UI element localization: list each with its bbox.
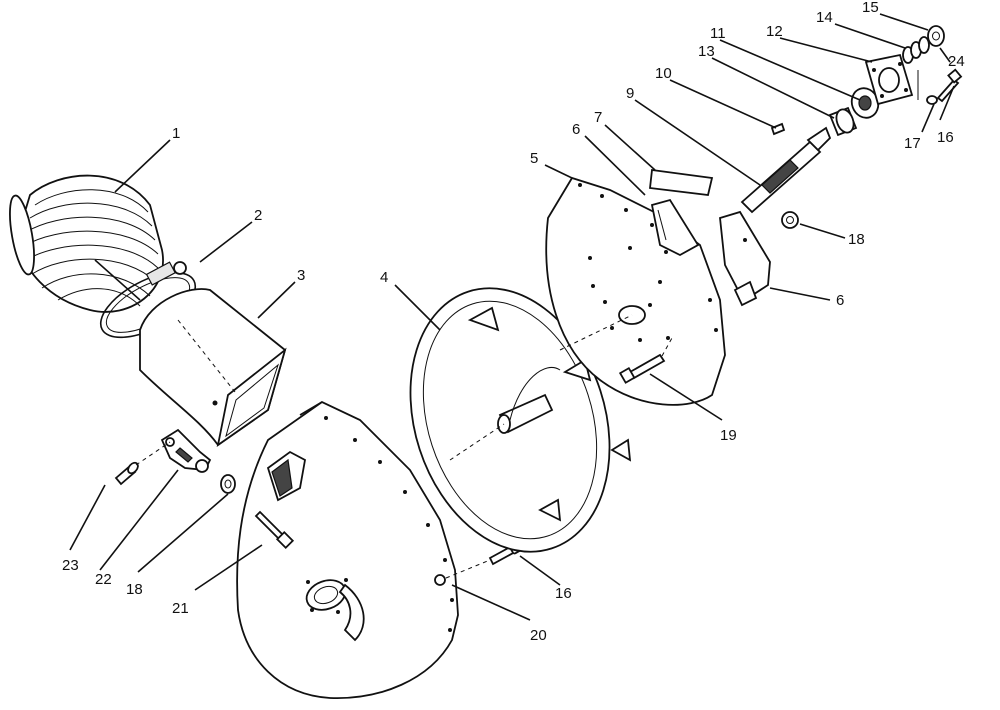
part-6-bracket-right	[719, 210, 771, 307]
callout-14: 14	[816, 9, 833, 26]
part-2-hose-clamp	[99, 261, 197, 339]
part-11-bearing	[850, 87, 880, 119]
part-3-discharge-adapter	[139, 288, 287, 448]
callout-24: 24	[948, 53, 965, 70]
callout-12: 12	[766, 23, 783, 40]
callout-18-right: 18	[848, 231, 865, 248]
callout-15: 15	[862, 0, 879, 16]
callout-1: 1	[172, 125, 180, 142]
callout-17: 17	[904, 135, 921, 152]
callout-10: 10	[655, 65, 672, 82]
part-12-flange	[864, 53, 914, 106]
part-19-bolt	[618, 337, 673, 384]
callout-20: 20	[530, 627, 547, 644]
part-1-flexible-hose	[9, 174, 164, 313]
part-10-key	[770, 122, 786, 136]
callout-6-right: 6	[836, 292, 844, 309]
callout-9: 9	[626, 85, 634, 102]
callout-18-left: 18	[126, 581, 143, 598]
part-20-front-housing	[236, 400, 459, 699]
callouts: 1 2 3 4 5 6 6 7 18 9 10 11 12 13 14 15 2…	[62, 0, 965, 644]
callout-11: 11	[710, 25, 726, 42]
callout-22: 22	[95, 571, 112, 588]
part-15-nut	[927, 25, 945, 47]
part-6-bracket-left	[650, 198, 700, 257]
callout-23: 23	[62, 557, 79, 574]
callout-16-lower: 16	[555, 585, 572, 602]
callout-5: 5	[530, 150, 538, 167]
part-18-nut-right	[781, 211, 799, 229]
part-13-collar	[828, 106, 858, 137]
part-4-impeller	[409, 287, 632, 553]
callout-19: 19	[720, 427, 737, 444]
callout-21: 21	[172, 600, 189, 617]
callout-16-upper: 16	[937, 129, 954, 146]
callout-3: 3	[297, 267, 305, 284]
part-18-nut-left	[220, 474, 236, 494]
part-9-shaft	[740, 126, 832, 214]
part-14-washers	[902, 36, 930, 64]
callout-6-left: 6	[572, 121, 580, 138]
callout-7: 7	[594, 109, 602, 126]
callout-2: 2	[254, 207, 262, 224]
part-22-latch	[160, 428, 212, 473]
part-7-decal	[649, 168, 714, 196]
callout-4: 4	[380, 269, 388, 286]
part-17-lock-washer	[926, 95, 938, 105]
part-16-bolt-upper	[936, 68, 963, 103]
leader-lines	[69, 13, 955, 621]
part-21-bolt	[254, 510, 295, 550]
part-23-pin	[114, 441, 171, 486]
callout-13: 13	[698, 43, 715, 60]
